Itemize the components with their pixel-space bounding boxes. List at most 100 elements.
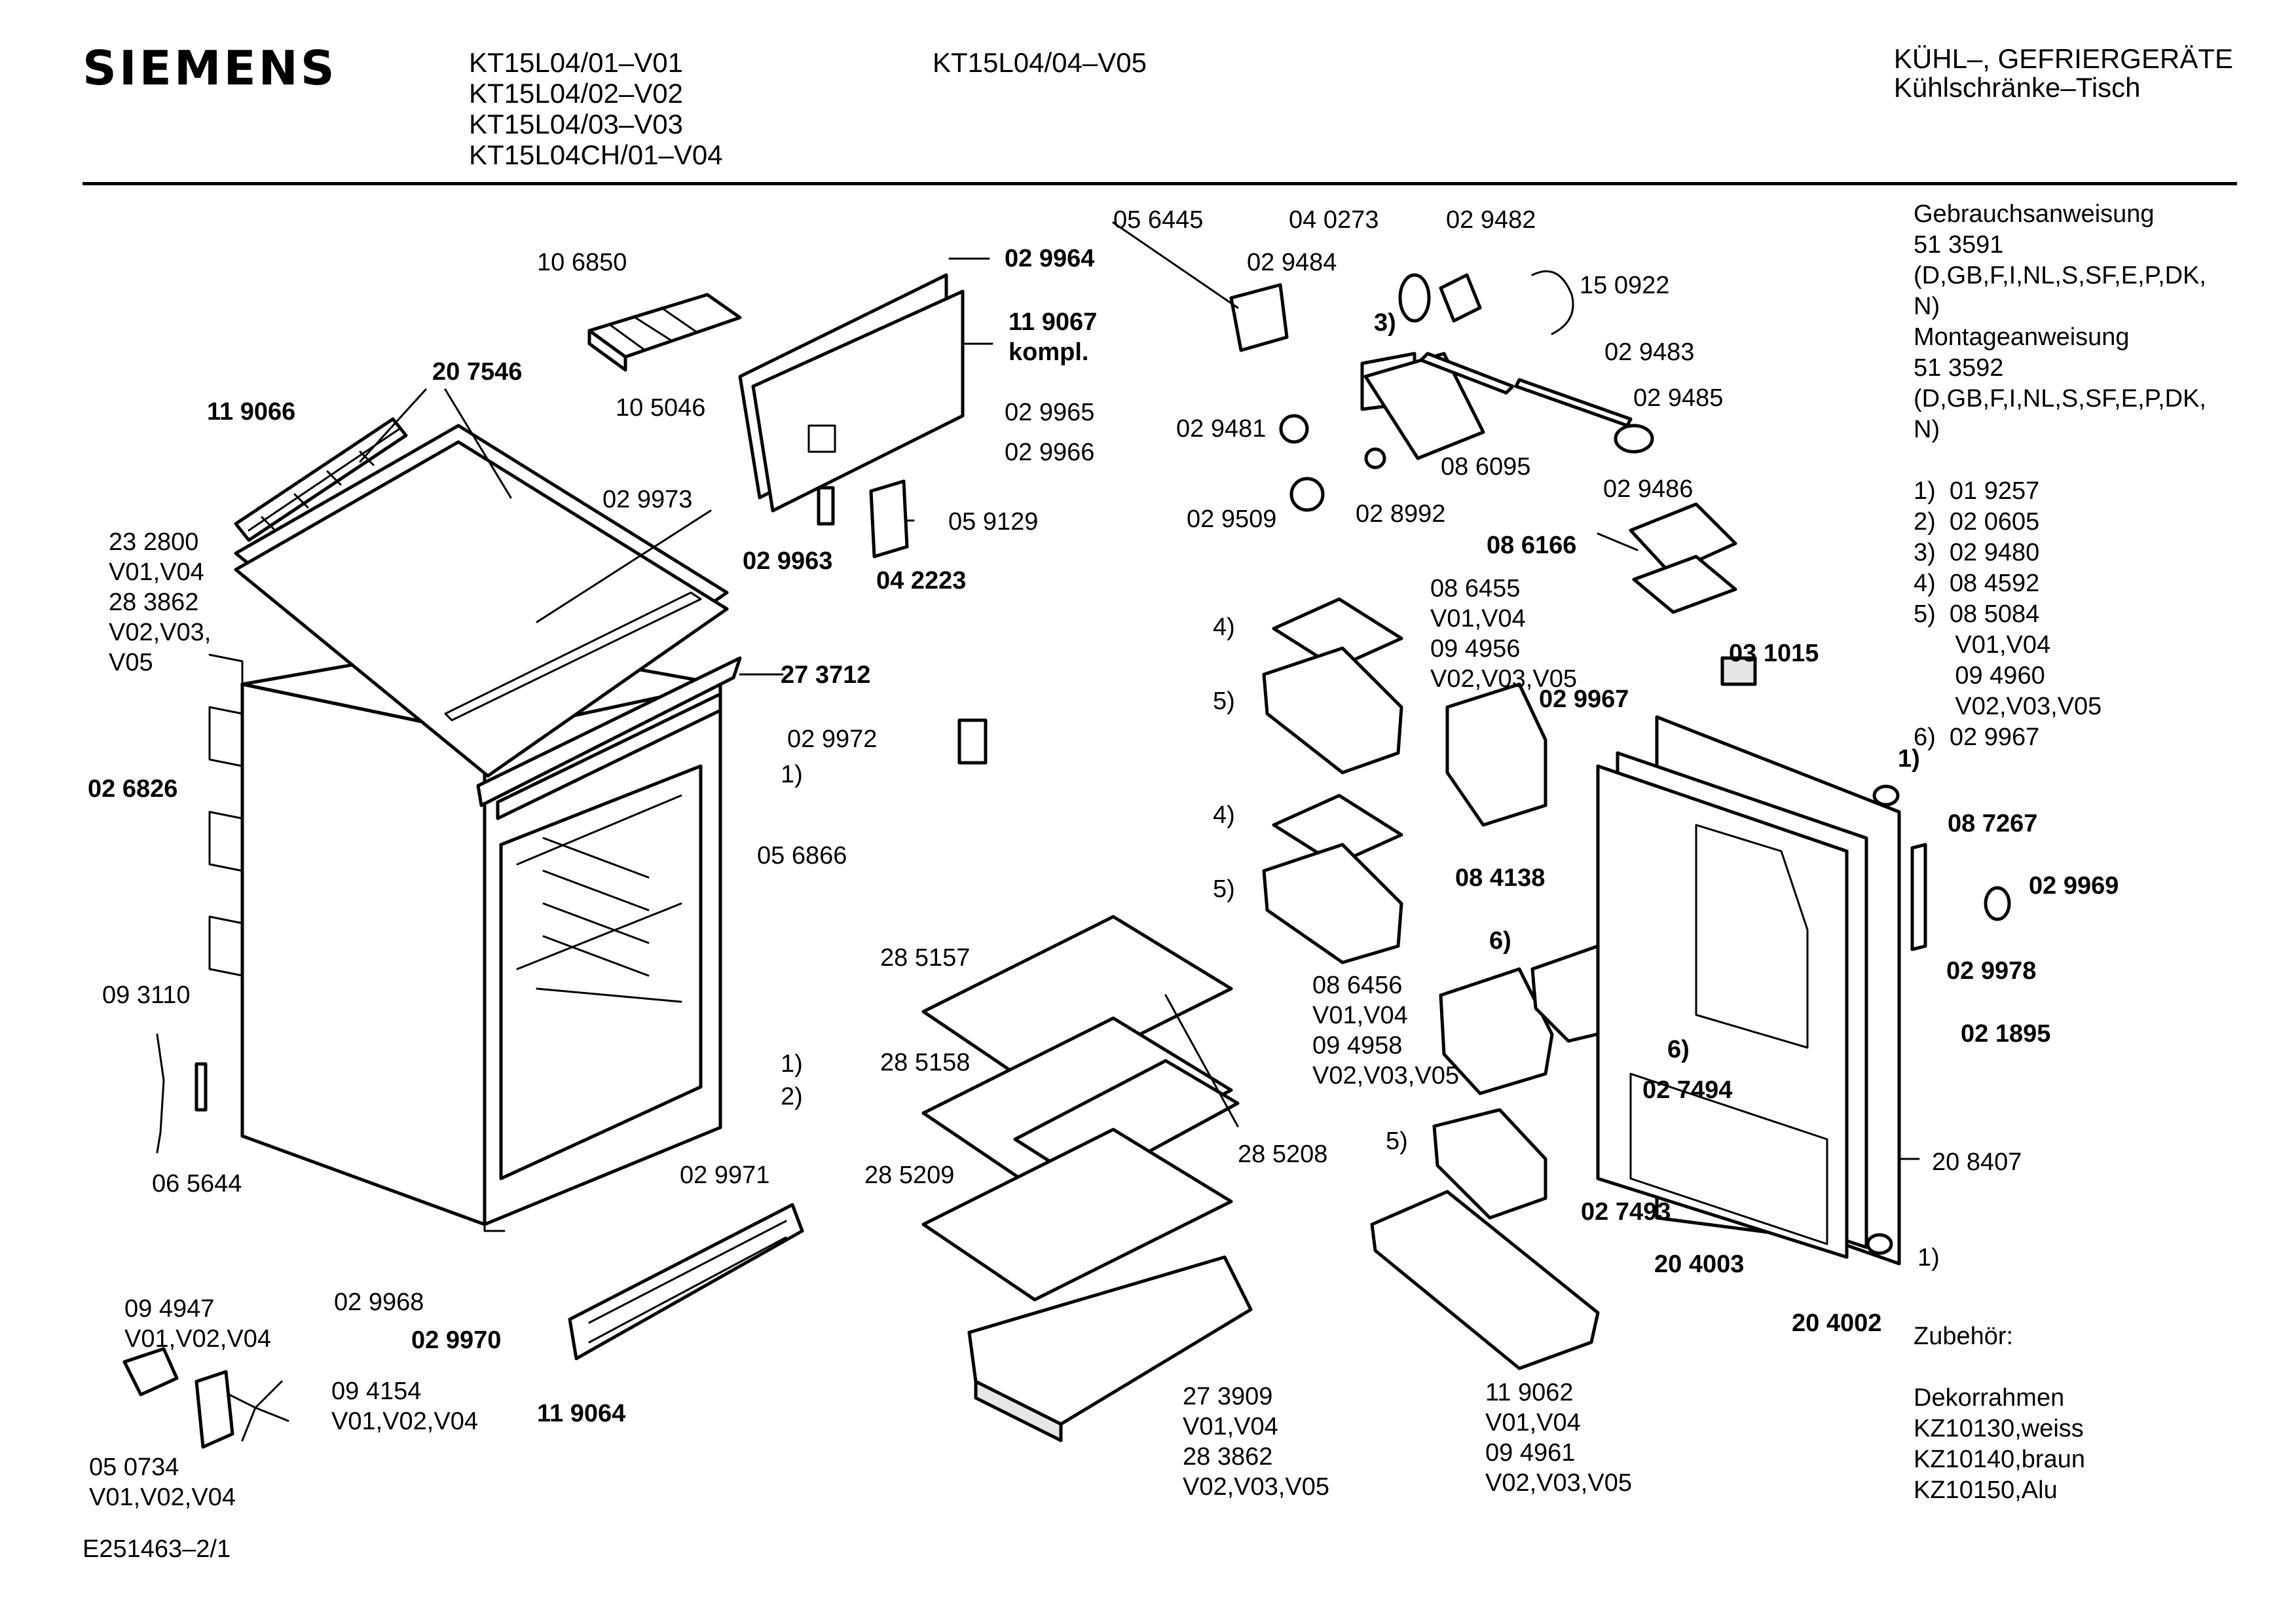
info-line: Gebrauchsanweisung bbox=[1914, 200, 2155, 228]
part-label: 02 8992 bbox=[1356, 500, 1446, 528]
part-label: 02 9509 bbox=[1187, 505, 1277, 533]
ice-tray-drawing bbox=[587, 293, 742, 372]
thermostat-drawing bbox=[1229, 270, 1654, 512]
part-label: 05 6445 bbox=[1113, 206, 1204, 234]
fridge-door-drawing bbox=[1596, 656, 2011, 1266]
model-number: KT15L04CH/01–V04 bbox=[469, 139, 723, 170]
light-cover-drawing bbox=[1629, 502, 1737, 614]
footnote-ref: 4) bbox=[1213, 614, 1235, 641]
part-label: V01,V04 bbox=[1485, 1409, 1581, 1437]
part-label: 02 1895 bbox=[1961, 1020, 2051, 1048]
part-label: 11 9064 bbox=[537, 1400, 626, 1427]
part-label: 05 0734 bbox=[89, 1454, 179, 1481]
part-label: 02 9969 bbox=[2029, 872, 2119, 900]
glass-shelf-drawing bbox=[921, 915, 1240, 1302]
footnote-ref: 3) bbox=[1374, 309, 1396, 337]
footnote-ref: 6) bbox=[1489, 927, 1511, 955]
condenser-coil-drawing bbox=[208, 653, 244, 977]
part-label: 02 9973 bbox=[602, 486, 693, 513]
top-panel-drawing bbox=[234, 424, 742, 820]
header-divider bbox=[83, 182, 2237, 185]
part-label: 10 5046 bbox=[616, 394, 706, 422]
footnote-ref: 1) bbox=[1898, 745, 1920, 773]
part-label: V01,V04 bbox=[1312, 1002, 1408, 1029]
part-label: 28 5209 bbox=[864, 1162, 955, 1189]
accessories-title: Zubehör: bbox=[1914, 1323, 2014, 1350]
freezer-door-drawing bbox=[738, 273, 965, 513]
footnote-ref: 5) bbox=[1213, 687, 1235, 715]
footnote-ref: 4) bbox=[1213, 801, 1235, 829]
part-label: 09 4956 bbox=[1430, 635, 1521, 663]
fan-motor-drawing bbox=[122, 1347, 289, 1449]
footnote-ref: 5) bbox=[1386, 1127, 1408, 1155]
part-label: 05 6866 bbox=[757, 842, 847, 870]
crisper-drawer-drawing bbox=[967, 1255, 1253, 1442]
part-label: 02 9972 bbox=[787, 725, 878, 753]
footnote-line: 5) 08 5084 bbox=[1914, 600, 2040, 628]
part-label: 28 5157 bbox=[880, 944, 971, 972]
part-label: V02,V03,V05 bbox=[1430, 665, 1577, 693]
part-label: 02 9964 bbox=[1005, 245, 1095, 272]
accessory-line: KZ10140,braun bbox=[1914, 1446, 2085, 1473]
part-label: 02 9486 bbox=[1603, 475, 1694, 503]
part-label: 11 9062 bbox=[1485, 1379, 1574, 1406]
model-number: KT15L04/04–V05 bbox=[933, 47, 1147, 78]
footnote-ref: 1) bbox=[781, 1050, 803, 1078]
part-label: V05 bbox=[109, 649, 153, 676]
info-line: 51 3592 bbox=[1914, 354, 2004, 382]
footnote-ref: 1) bbox=[781, 761, 803, 788]
info-line: N) bbox=[1914, 293, 1940, 320]
hinge-drawing bbox=[817, 479, 988, 765]
part-label: 10 6850 bbox=[537, 249, 627, 276]
part-label: 09 4958 bbox=[1312, 1032, 1403, 1059]
part-label: 02 9968 bbox=[334, 1289, 424, 1316]
part-label: 11 9067 bbox=[1009, 308, 1098, 336]
info-line bbox=[1914, 445, 2206, 476]
part-label: 28 5208 bbox=[1238, 1141, 1328, 1168]
part-label: V02,V03,V05 bbox=[1183, 1473, 1329, 1501]
part-label: 27 3712 bbox=[781, 661, 871, 689]
part-label: V02,V03, bbox=[109, 619, 212, 646]
accessories-panel: Zubehör: Dekorrahmen KZ10130,weiss KZ101… bbox=[1914, 1321, 2085, 1506]
part-label: 02 7494 bbox=[1642, 1076, 1733, 1104]
footnote-line: V01,V04 bbox=[1914, 631, 2051, 659]
part-label: 27 3909 bbox=[1183, 1383, 1273, 1410]
part-label: 15 0922 bbox=[1580, 272, 1670, 299]
part-label: 02 9965 bbox=[1005, 399, 1095, 426]
part-label: V02,V03,V05 bbox=[1312, 1062, 1459, 1090]
part-label: 08 6166 bbox=[1487, 532, 1577, 559]
info-line: (D,GB,F,I,NL,S,SF,E,P,DK, bbox=[1914, 385, 2206, 412]
part-label: 02 7493 bbox=[1581, 1198, 1671, 1226]
part-label: 02 9978 bbox=[1946, 957, 2037, 985]
part-label: 28 3862 bbox=[1183, 1443, 1273, 1471]
part-label: 04 2223 bbox=[876, 567, 967, 595]
part-label: 11 9066 bbox=[207, 398, 296, 426]
part-label: 02 9485 bbox=[1633, 384, 1724, 412]
accessory-line: KZ10130,weiss bbox=[1914, 1415, 2084, 1442]
part-label: 20 7546 bbox=[432, 358, 523, 386]
part-label: V02,V03,V05 bbox=[1485, 1469, 1632, 1497]
part-label: 02 9482 bbox=[1446, 206, 1536, 234]
footnote-ref: 2) bbox=[781, 1083, 803, 1110]
footnote-line: 6) 02 9967 bbox=[1914, 724, 2040, 751]
part-label: 28 5158 bbox=[880, 1049, 971, 1076]
footnote-line: 2) 02 0605 bbox=[1914, 508, 2040, 536]
part-label: 08 6095 bbox=[1441, 453, 1531, 481]
part-label: 02 6826 bbox=[88, 775, 178, 803]
footnote-ref: 1) bbox=[1917, 1244, 1940, 1272]
document-id: E251463–2/1 bbox=[83, 1535, 231, 1563]
part-label: 02 9481 bbox=[1176, 415, 1267, 443]
model-number: KT15L04/02–V02 bbox=[469, 78, 683, 109]
part-label: 02 9963 bbox=[743, 547, 833, 575]
footnote-line: 1) 01 9257 bbox=[1914, 477, 2040, 505]
part-label: 08 7267 bbox=[1948, 810, 2038, 837]
footnote-line: 3) 02 9480 bbox=[1914, 539, 2040, 566]
part-label: 28 3862 bbox=[109, 589, 199, 616]
egg-tray-drawing bbox=[1262, 597, 1547, 1220]
part-label: V01,V02,V04 bbox=[331, 1408, 478, 1435]
part-label: V01,V04 bbox=[1183, 1413, 1278, 1440]
spacer bbox=[1914, 1352, 2085, 1383]
part-label: V01,V04 bbox=[109, 559, 204, 586]
